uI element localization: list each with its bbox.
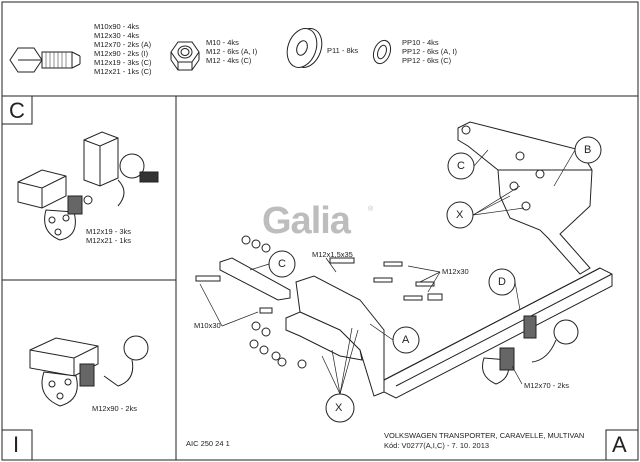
- callout-b: B: [584, 144, 592, 156]
- spring-washer-spec-list: PP10 - 4ks PP12 - 6ks (A, I) PP12 - 6ks …: [402, 38, 457, 65]
- corner-box-a: [605, 429, 639, 461]
- panel-c-bolt-label: M12x19 - 3ks: [86, 227, 132, 236]
- callout-c-mid: C: [278, 258, 286, 270]
- nut-spec: M12 - 4ks (C): [206, 56, 252, 65]
- main-assembly: [195, 121, 613, 423]
- bolt-spec: M12x21 - 1ks (C): [94, 67, 152, 76]
- panel-c-drawing: [17, 131, 159, 241]
- label-m12x30: M12x30: [442, 267, 469, 276]
- registered-mark: ®: [368, 206, 374, 213]
- label-m10x30: M10x30: [194, 321, 221, 330]
- main-corner-letter: A: [612, 432, 627, 457]
- callout-d: D: [498, 276, 506, 288]
- bolt-spec: M12x30 - 4ks: [94, 31, 140, 40]
- spring-washer-spec: PP12 - 6ks (C): [402, 56, 452, 65]
- nut-icon: [170, 41, 200, 71]
- nut-spec-list: M10 - 4ks M12 - 6ks (A, I) M12 - 4ks (C): [206, 38, 257, 65]
- spring-washer-spec: PP10 - 4ks: [402, 38, 439, 47]
- panel-c-letter: C: [9, 98, 25, 123]
- panel-i-letter: I: [13, 432, 20, 457]
- nut-stack-left: [241, 235, 307, 369]
- bolt-spec: M12x90 - 2ks (I): [94, 49, 149, 58]
- nut-spec: M10 - 4ks: [206, 38, 239, 47]
- drawing-code: AIC 250 24 1: [186, 439, 230, 448]
- callout-x-bottom: X: [335, 402, 343, 414]
- corner-box-i: [1, 429, 33, 461]
- callout-a: A: [402, 334, 410, 346]
- label-m12x70: M12x70 - 2ks: [524, 381, 570, 390]
- callout-x-top: X: [456, 209, 464, 221]
- side-arm-b: [457, 121, 593, 275]
- washer-spec: P11 - 8ks: [327, 46, 359, 55]
- nut-spec: M12 - 6ks (A, I): [206, 47, 258, 56]
- panel-c-bolt-label: M12x21 - 1ks: [86, 236, 132, 245]
- bolt-spec: M12x70 - 2ks (A): [94, 40, 152, 49]
- corner-box-c: [1, 95, 33, 125]
- panel-i-bolt-label: M12x90 - 2ks: [92, 404, 138, 413]
- plate-c: [219, 257, 291, 301]
- callout-c-top: C: [457, 160, 465, 172]
- leader-lines: [199, 149, 576, 395]
- approval-code: Kód: V0277(A,I,C) - 7. 10. 2013: [384, 441, 490, 450]
- label-m12x1-5x35: M12x1,5x35: [312, 250, 353, 259]
- tow-ball: [553, 319, 579, 345]
- washer-icon: [286, 28, 323, 68]
- panel-i-drawing: [29, 335, 149, 407]
- bolt-spec-list: M10x90 - 4ks M12x30 - 4ks M12x70 - 2ks (…: [94, 22, 152, 76]
- bolt-icon: [9, 47, 81, 73]
- spring-washer-spec: PP12 - 6ks (A, I): [402, 47, 458, 56]
- spring-washer-icon: [372, 39, 392, 65]
- vehicle-name: VOLKSWAGEN TRANSPORTER, CARAVELLE, MULTI…: [384, 431, 585, 440]
- bolt-spec: M12x19 - 3ks (C): [94, 58, 152, 67]
- galia-logo: Galia: [262, 200, 351, 242]
- bolt-spec: M10x90 - 4ks: [94, 22, 140, 31]
- bolt-group-middle: [195, 257, 443, 314]
